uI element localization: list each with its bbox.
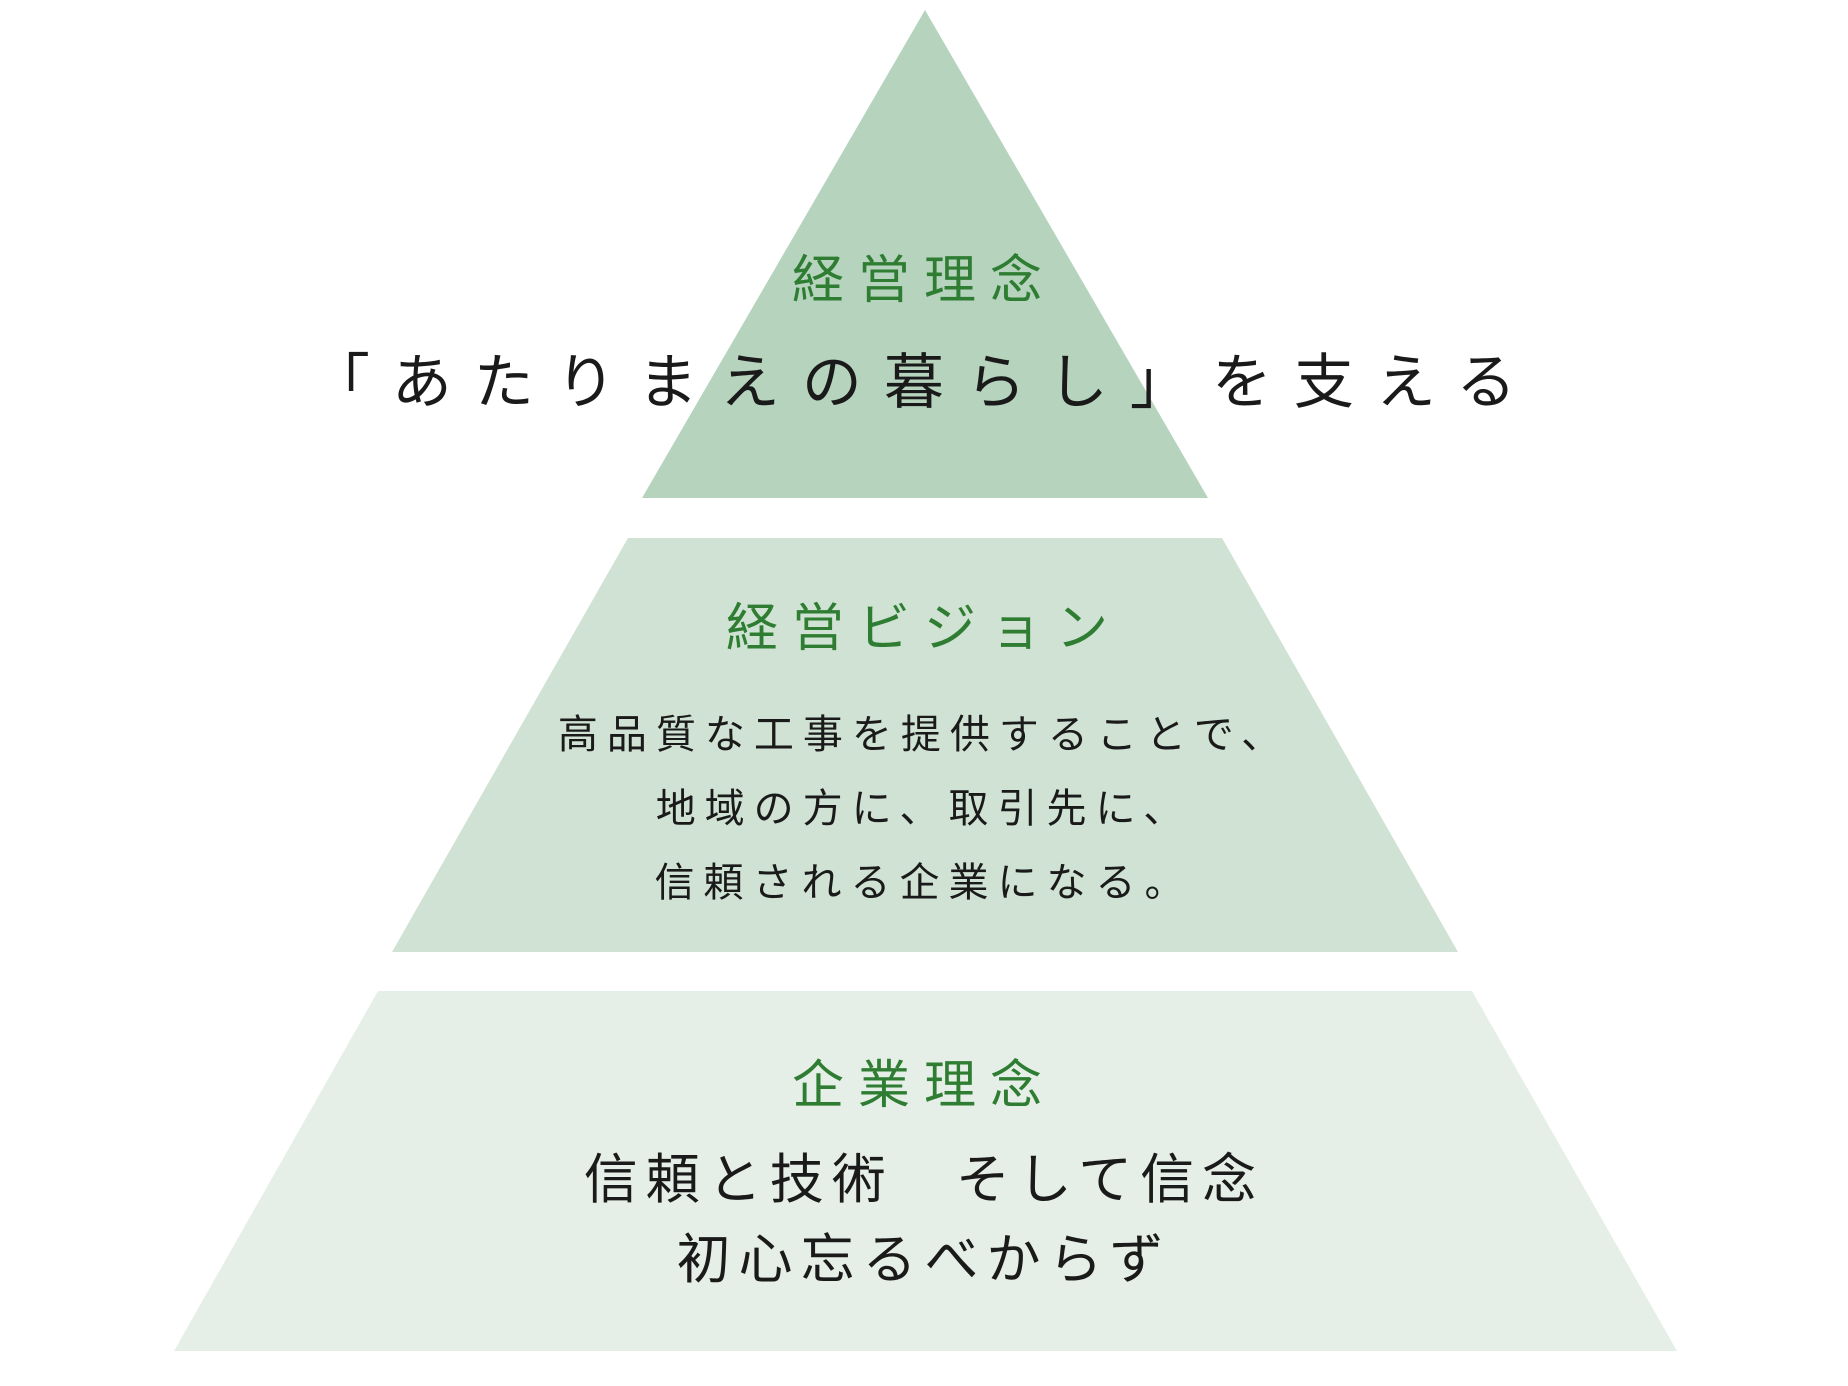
tier-middle-line: 信頼される企業になる。 — [654, 860, 1194, 906]
pyramid-tier-bottom-shape — [174, 991, 1677, 1351]
tier-bottom-body: 信頼と技術 そして信念 初心忘るべからず — [0, 1140, 1848, 1300]
tier-middle-line: 地域の方に、取引先に、 — [655, 786, 1193, 832]
pyramid-tier-middle-shape — [392, 538, 1458, 952]
tier-bottom-line: 信頼と技術 そして信念 — [583, 1148, 1265, 1211]
tier-middle-line: 高品質な工事を提供することで、 — [557, 712, 1291, 758]
pyramid-tier-top-shape — [642, 10, 1208, 498]
tier-middle-heading: 経営ビジョン — [725, 599, 1122, 659]
tier-bottom-line: 初心忘るべからず — [676, 1228, 1172, 1291]
tier-top-body: 「あたりまえの暮らし」を支える — [0, 348, 1848, 418]
tier-middle-body: 高品質な工事を提供することで、 地域の方に、取引先に、 信頼される企業になる。 — [0, 698, 1848, 920]
tier-top-line: 「あたりまえの暮らし」を支える — [309, 348, 1539, 418]
tier-top-heading: 経営理念 — [791, 251, 1056, 311]
tier-bottom-heading: 企業理念 — [791, 1056, 1056, 1116]
